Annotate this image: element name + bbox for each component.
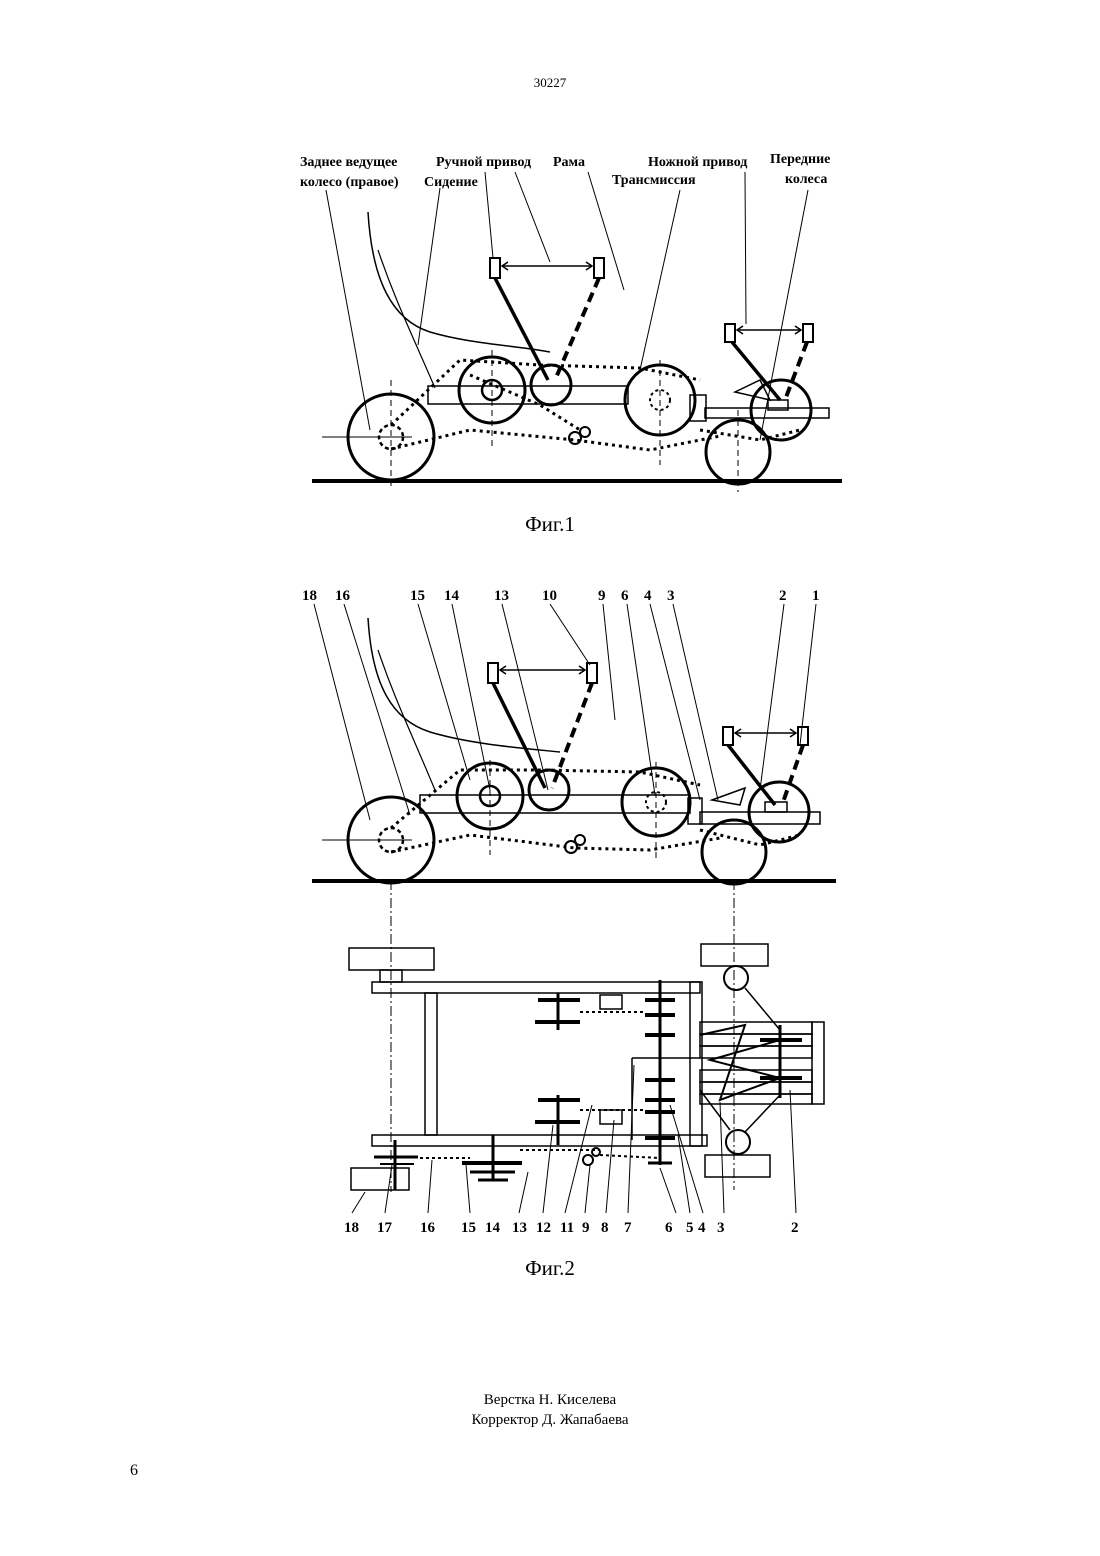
layout-credit: Верстка Н. Киселева xyxy=(0,1390,1100,1410)
figure-1-caption: Фиг.1 xyxy=(0,512,1100,537)
tensioner xyxy=(569,432,581,444)
fig2-top-number-10: 10 xyxy=(542,588,557,604)
fig2-top-number-6: 6 xyxy=(621,588,629,604)
fig2-top-number-14: 14 xyxy=(444,588,460,604)
fig2-bottom-number-9: 9 xyxy=(582,1220,590,1236)
label-transmission: Трансмиссия xyxy=(612,173,696,188)
foot-pedal-left xyxy=(725,324,735,342)
fig2-bottom-number-2: 2 xyxy=(791,1220,799,1236)
plan-rear-wheel-bottom xyxy=(351,1168,409,1190)
label-hand-drive: Ручной привод xyxy=(436,155,531,170)
fig2-top-number-1: 1 xyxy=(812,588,820,604)
fig2-top-number-3: 3 xyxy=(667,588,675,604)
fig2-bottom-number-8: 8 xyxy=(601,1220,609,1236)
hand-lever-right xyxy=(594,258,604,278)
fig2-bottom-number-14: 14 xyxy=(485,1220,501,1236)
fig2-bottom-number-3: 3 xyxy=(717,1220,725,1236)
fig2-bottom-number-12: 12 xyxy=(536,1220,551,1236)
fig2-bottom-number-7: 7 xyxy=(624,1220,632,1236)
hand-lever-left xyxy=(490,258,500,278)
label-frame: Рама xyxy=(553,155,585,170)
fig2-top-number-18: 18 xyxy=(302,588,317,604)
fig2-top-number-16: 16 xyxy=(335,588,351,604)
fig2-top-number-9: 9 xyxy=(598,588,606,604)
plan-front-wheel-bottom xyxy=(705,1155,770,1177)
fig2-bottom-number-16: 16 xyxy=(420,1220,436,1236)
hand-drive-sprocket xyxy=(531,365,571,405)
label-foot-drive: Ножной привод xyxy=(648,155,747,170)
fig2-bottom-number-5: 5 xyxy=(686,1220,694,1236)
credits-block: Верстка Н. Киселева Корректор Д. Жапабае… xyxy=(0,1390,1100,1430)
fig2-top-number-4: 4 xyxy=(644,588,652,604)
label-front-wheels-1: Передние xyxy=(770,152,830,167)
fig2-bottom-number-6: 6 xyxy=(665,1220,673,1236)
corrector-credit: Корректор Д. Жапабаева xyxy=(0,1410,1100,1430)
fig2-top-number-15: 15 xyxy=(410,588,425,604)
fig2-bottom-number-17: 17 xyxy=(377,1220,393,1236)
fig2-bottom-number-13: 13 xyxy=(512,1220,527,1236)
figure-2-caption: Фиг.2 xyxy=(0,1256,1100,1281)
chain-upper xyxy=(391,360,700,425)
fig2-bottom-number-4: 4 xyxy=(698,1220,706,1236)
fig2-top-number-13: 13 xyxy=(494,588,509,604)
plan-frame-top xyxy=(372,982,700,993)
fig2-bottom-number-15: 15 xyxy=(461,1220,476,1236)
label-front-wheels-2: колеса xyxy=(785,172,827,187)
foot-pedal-right xyxy=(803,324,813,342)
fig2-bottom-number-11: 11 xyxy=(560,1220,574,1236)
label-rear-wheel-2: колесо (правое) xyxy=(300,175,399,190)
label-rear-wheel-1: Заднее ведущее xyxy=(300,155,397,170)
page-number: 6 xyxy=(130,1462,138,1480)
fig2-top-number-2: 2 xyxy=(779,588,787,604)
label-seat: Сидение xyxy=(424,175,478,190)
fig2-bottom-number-18: 18 xyxy=(344,1220,359,1236)
